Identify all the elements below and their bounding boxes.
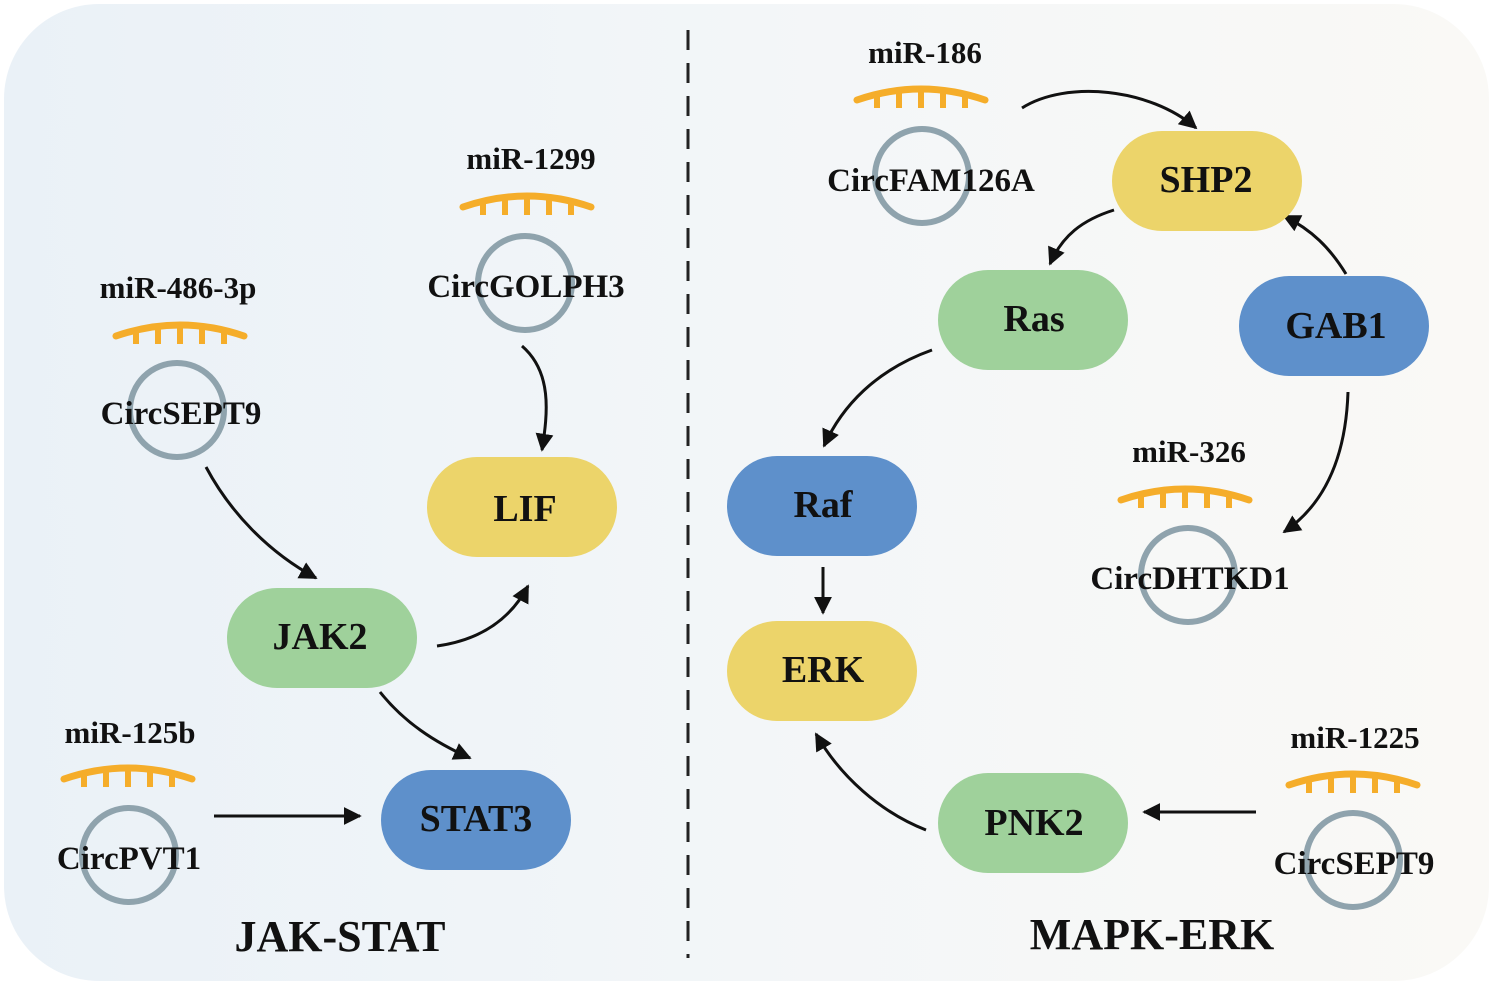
circrna-label: CircFAM126A <box>827 163 1035 199</box>
node-jak2-shape <box>227 588 417 688</box>
circrna-label: CircSEPT9 <box>1274 846 1435 882</box>
section-title-jak-stat: JAK-STAT <box>234 912 445 961</box>
edge-ras-raf <box>822 348 933 448</box>
node-ras-shape <box>938 270 1128 370</box>
circrna-label: CircPVT1 <box>57 841 201 877</box>
node-ras-label: Ras <box>1003 298 1064 340</box>
node-pnk2[interactable]: PNK2 <box>938 773 1128 873</box>
mirna-label: miR-326 <box>1132 434 1246 469</box>
node-gab1-shape <box>1239 276 1429 376</box>
circrna-icon <box>127 360 227 460</box>
edge-gab1-shp2 <box>1282 214 1348 275</box>
node-ras[interactable]: Ras <box>938 270 1128 370</box>
node-stat3[interactable]: STAT3 <box>381 770 571 870</box>
axis-circsept9-left: miR-486-3p CircSEPT9 <box>100 270 262 460</box>
circrna-icon <box>872 126 972 226</box>
edge-shp2-ras <box>1048 208 1115 266</box>
edge-pnk2-erk <box>814 732 927 832</box>
mirna-icon <box>60 764 196 787</box>
node-stat3-label: STAT3 <box>420 798 533 840</box>
circrna-icon <box>79 805 179 905</box>
node-jak2-label: JAK2 <box>273 616 368 658</box>
edge-circsept9-jak2 <box>204 466 318 580</box>
node-pnk2-label: PNK2 <box>984 802 1083 844</box>
circrna-icon <box>1138 525 1238 625</box>
circrna-icon <box>1303 810 1403 910</box>
mirna-icon <box>459 192 595 215</box>
edge-jak2-stat3 <box>378 691 472 760</box>
circrna-label: CircDHTKD1 <box>1090 561 1289 597</box>
axis-circgolph3: miR-1299 CircGOLPH3 <box>427 141 625 333</box>
edges <box>204 89 1350 832</box>
mirna-label: miR-1299 <box>466 141 595 176</box>
node-gab1[interactable]: GAB1 <box>1239 276 1429 376</box>
mirna-label: miR-186 <box>868 35 982 70</box>
mirna-icon <box>853 85 989 108</box>
section-title-mapk-erk: MAPK-ERK <box>1030 910 1274 959</box>
axis-circfam126a: miR-186 CircFAM126A <box>827 35 1035 226</box>
axis-circpvt1: miR-125b CircPVT1 <box>57 715 201 905</box>
node-raf-label: Raf <box>793 484 853 526</box>
node-lif-label: LIF <box>493 488 556 530</box>
edge-gab1-circdhtkd1 <box>1282 391 1350 534</box>
node-jak2[interactable]: JAK2 <box>227 588 417 688</box>
node-erk-shape <box>727 621 917 721</box>
node-raf[interactable]: Raf <box>727 456 917 556</box>
edge-circfam126a-shp2 <box>1021 89 1198 130</box>
node-pnk2-shape <box>938 773 1128 873</box>
node-erk-label: ERK <box>782 649 865 691</box>
circrna-icon <box>475 233 575 333</box>
mirna-icon <box>112 321 248 344</box>
node-lif-shape <box>427 457 617 557</box>
circrna-label: CircGOLPH3 <box>427 269 624 305</box>
mirna-label: miR-1225 <box>1290 720 1419 755</box>
node-shp2-shape <box>1112 131 1302 231</box>
edge-jak2-lif <box>436 584 530 648</box>
mirna-label: miR-125b <box>65 715 196 750</box>
mirna-label: miR-486-3p <box>100 270 257 305</box>
node-shp2-label: SHP2 <box>1160 159 1253 201</box>
axis-circdhtkd1: miR-326 CircDHTKD1 <box>1090 434 1290 625</box>
circrna-label: CircSEPT9 <box>101 396 262 432</box>
mirna-icon <box>1285 770 1421 793</box>
node-lif[interactable]: LIF <box>427 457 617 557</box>
node-shp2[interactable]: SHP2 <box>1112 131 1302 231</box>
node-stat3-shape <box>381 770 571 870</box>
node-erk[interactable]: ERK <box>727 621 917 721</box>
node-raf-shape <box>727 456 917 556</box>
node-gab1-label: GAB1 <box>1285 305 1386 347</box>
mirna-icon <box>1117 485 1253 508</box>
edge-circgolph3-lif <box>521 344 554 452</box>
axis-circsept9-right: miR-1225 CircSEPT9 <box>1274 720 1435 910</box>
